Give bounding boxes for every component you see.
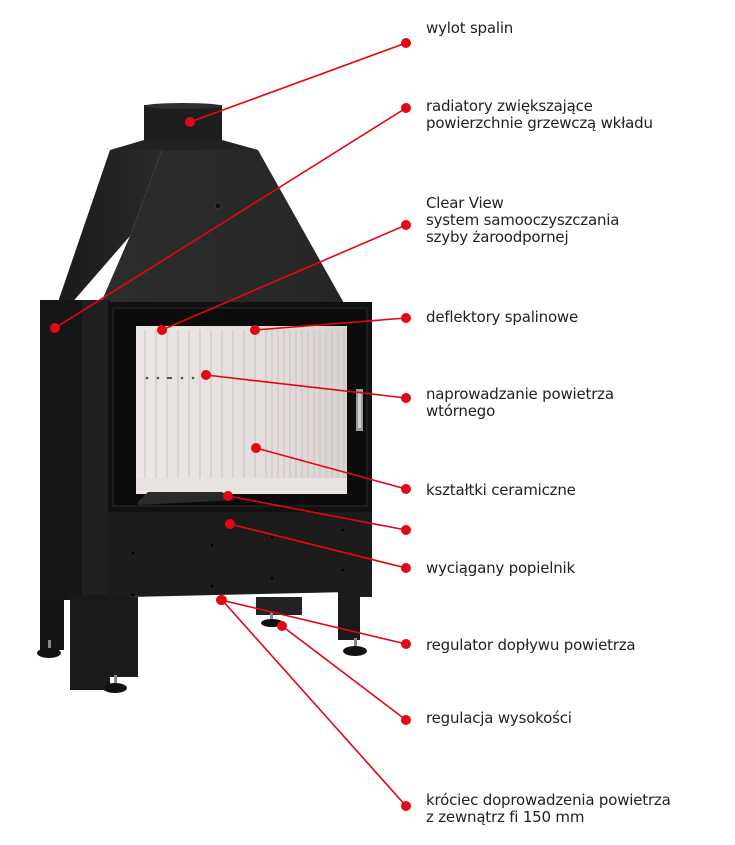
callout-exhaust-deflectors: deflektory spalinowe bbox=[426, 308, 579, 326]
anchor-dot-ash-pan-2 bbox=[225, 519, 235, 529]
air-slider bbox=[356, 389, 363, 431]
anchor-dot-height-adjust bbox=[277, 621, 287, 631]
anchor-dot-clear-view bbox=[157, 325, 167, 335]
side-radiator bbox=[40, 300, 110, 690]
callout-ash-pan: wyciągany popielnik bbox=[426, 559, 575, 577]
anchor-dot-secondary-air bbox=[201, 370, 211, 380]
anchor-dot-external-air-inlet bbox=[217, 595, 227, 605]
label-dot-flue-outlet bbox=[401, 38, 411, 48]
label-dot-ash-pan bbox=[401, 525, 411, 535]
leader-line-exhaust-deflectors bbox=[254, 317, 407, 331]
leader-line-radiators bbox=[54, 107, 407, 329]
callout-leaders bbox=[50, 38, 411, 811]
label-dot-exhaust-deflectors bbox=[401, 313, 411, 323]
leader-line-external-air-inlet bbox=[221, 599, 407, 807]
leader-line-flue-outlet bbox=[189, 42, 407, 123]
leader-line-ash-pan bbox=[227, 495, 407, 531]
anchor-dot-flue-outlet bbox=[185, 117, 195, 127]
label-dot-clear-view bbox=[401, 220, 411, 230]
label-dot-radiators bbox=[401, 103, 411, 113]
adjustable-feet bbox=[37, 612, 367, 693]
anchor-dot-ash-pan bbox=[223, 491, 233, 501]
leader-line-height-adjust bbox=[281, 625, 407, 721]
leader-line-air-regulator bbox=[220, 599, 407, 645]
anchor-dot-exhaust-deflectors bbox=[250, 325, 260, 335]
callout-flue-outlet: wylot spalin bbox=[426, 19, 514, 37]
label-dot-height-adjust bbox=[401, 715, 411, 725]
callout-external-air-inlet: króciec doprowadzenia powietrza z zewnąt… bbox=[426, 791, 671, 826]
label-dot-secondary-air bbox=[401, 393, 411, 403]
anchor-dot-ceramic-lining bbox=[251, 443, 261, 453]
label-dot-ash-pan-2 bbox=[401, 563, 411, 573]
ceramic-interior bbox=[136, 326, 347, 505]
base-stand bbox=[108, 512, 372, 677]
leader-line-secondary-air bbox=[205, 374, 407, 399]
flue-collar bbox=[144, 103, 222, 141]
anchor-dot-radiators bbox=[50, 323, 60, 333]
leader-line-clear-view bbox=[161, 224, 407, 331]
label-dot-air-regulator bbox=[401, 639, 411, 649]
label-dot-ceramic-lining bbox=[401, 484, 411, 494]
callout-height-adjust: regulacja wysokości bbox=[426, 709, 572, 727]
leader-line-ceramic-lining bbox=[255, 447, 407, 490]
leader-line-ash-pan-2 bbox=[229, 523, 407, 569]
callout-air-regulator: regulator dopływu powietrza bbox=[426, 636, 636, 654]
callout-secondary-air: naprowadzanie powietrza wtórnego bbox=[426, 385, 614, 420]
callout-clear-view: Clear View system samooczyszczania szyby… bbox=[426, 194, 620, 246]
hood bbox=[57, 140, 345, 305]
callout-radiators: radiatory zwiększające powierzchnie grze… bbox=[426, 97, 653, 132]
label-dot-external-air-inlet bbox=[401, 801, 411, 811]
callout-ceramic-lining: kształtki ceramiczne bbox=[426, 481, 576, 499]
